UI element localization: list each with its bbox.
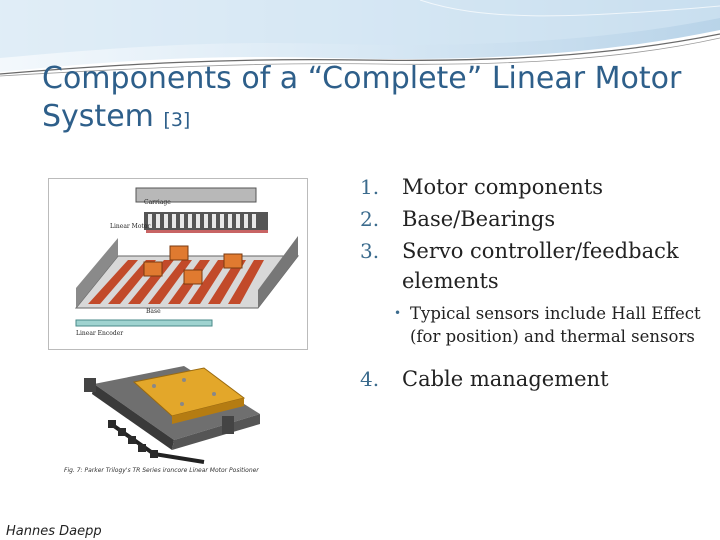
slide-title-reference: [3] <box>163 109 191 131</box>
slide-title: Components of a “Complete” Linear Motor … <box>42 60 682 139</box>
list-text: Servo controller/feedback elements <box>402 239 679 293</box>
bullet-icon: • <box>394 306 402 320</box>
list-number: 1. <box>360 175 380 199</box>
list-text: Motor components <box>402 175 604 199</box>
component-list: 1. Motor components 2. Base/Bearings 3. … <box>360 170 710 394</box>
sub-bullet: • Typical sensors include Hall Effect (f… <box>360 302 710 348</box>
header-wave-decoration <box>0 0 720 77</box>
label-carriage: Carriage <box>144 199 171 206</box>
author-footer: Hannes Daepp <box>6 524 102 539</box>
list-number: 2. <box>360 207 380 231</box>
list-item: 3. Servo controller/feedback elements <box>360 234 710 296</box>
list-text: Cable management <box>402 367 609 391</box>
slide-title-text: Components of a “Complete” Linear Motor … <box>42 61 682 134</box>
list-number: 3. <box>360 239 380 263</box>
label-linear-motor: Linear Motor <box>110 223 150 230</box>
sub-bullet-text: Typical sensors include Hall Effect (for… <box>410 304 701 346</box>
label-base: Base <box>146 308 161 315</box>
linear-motor-positioner-photo: Fig. 7: Parker Trilogy's TR Series ironc… <box>54 354 300 482</box>
label-linear-encoder: Linear Encoder <box>76 330 123 337</box>
list-number: 4. <box>360 367 380 391</box>
list-text: Base/Bearings <box>402 207 556 231</box>
list-item: 4. Cable management <box>360 362 710 394</box>
list-item: 1. Motor components <box>360 170 710 202</box>
linear-motor-diagram: Carriage Linear Motor Base Linear Encode… <box>48 178 308 350</box>
photo-caption: Fig. 7: Parker Trilogy's TR Series ironc… <box>64 467 259 474</box>
list-item: 2. Base/Bearings <box>360 202 710 234</box>
